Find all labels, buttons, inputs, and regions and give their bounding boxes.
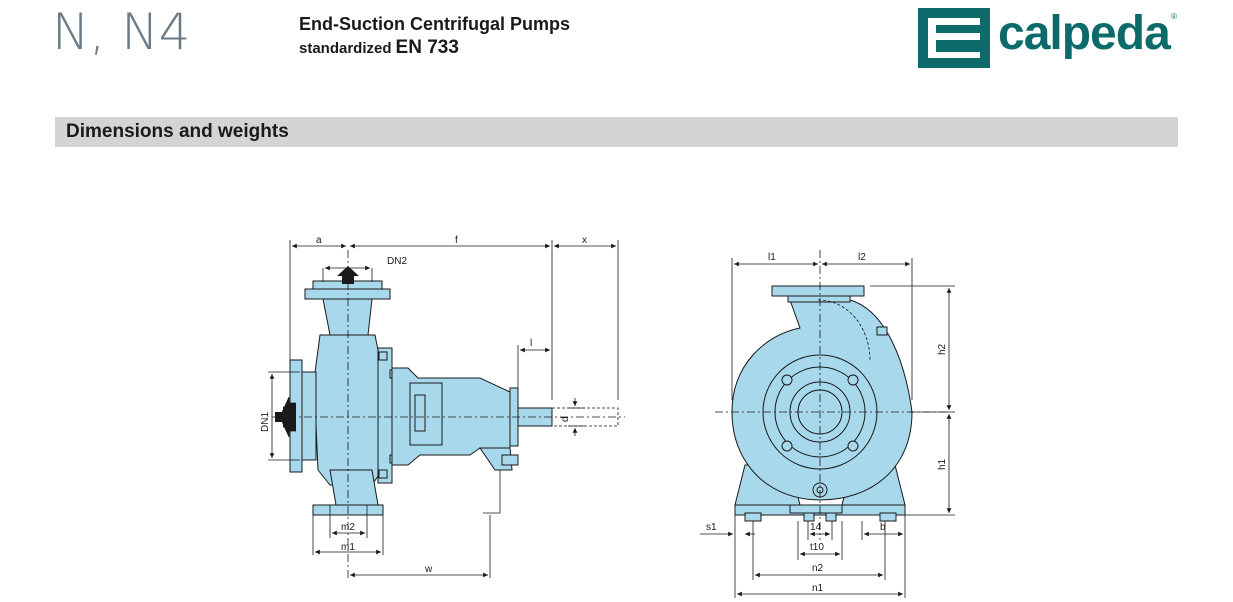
suction-arrow-icon [275,406,292,428]
dim-dn1: DN1 [260,412,271,432]
dim-l2: l2 [858,252,866,263]
dim-m2: m2 [341,522,355,533]
dim-l: l [530,338,532,349]
dim-m1: m1 [341,542,355,553]
dim-t4: 14 [810,522,822,533]
standardized-text: standardized [299,40,392,57]
calpeda-logo: calpeda ® [918,7,1180,72]
discharge-arrow-icon [337,266,359,284]
model-title: N, N4 [52,3,191,61]
logo-mark-icon [918,8,990,68]
front-view-dimensions [700,258,955,598]
side-view [289,280,553,516]
dim-w: w [424,564,433,575]
standard-code: EN 733 [395,37,459,58]
subtitle-line1: End-Suction Centrifugal Pumps [299,14,571,34]
dim-f: f [455,235,458,246]
dim-n1: n1 [812,583,824,594]
side-view-dimensions [268,240,619,578]
dim-h2: h2 [937,343,948,355]
dim-d: d [560,416,571,422]
dim-s1: s1 [706,522,717,533]
registered-mark: ® [1171,12,1177,21]
logo-wordmark: calpeda [998,7,1171,60]
dim-t10: t10 [810,542,824,553]
section-title: Dimensions and weights [66,121,289,142]
section-header-bar: Dimensions and weights [55,117,1178,147]
dim-h1: h1 [937,458,948,470]
front-view [731,285,913,522]
dim-x: x [582,235,587,246]
dim-dn2: DN2 [387,256,407,267]
dim-n2: n2 [812,563,824,574]
dim-a: a [316,235,322,246]
dim-l1: l1 [768,252,776,263]
dim-b: b [880,522,886,533]
